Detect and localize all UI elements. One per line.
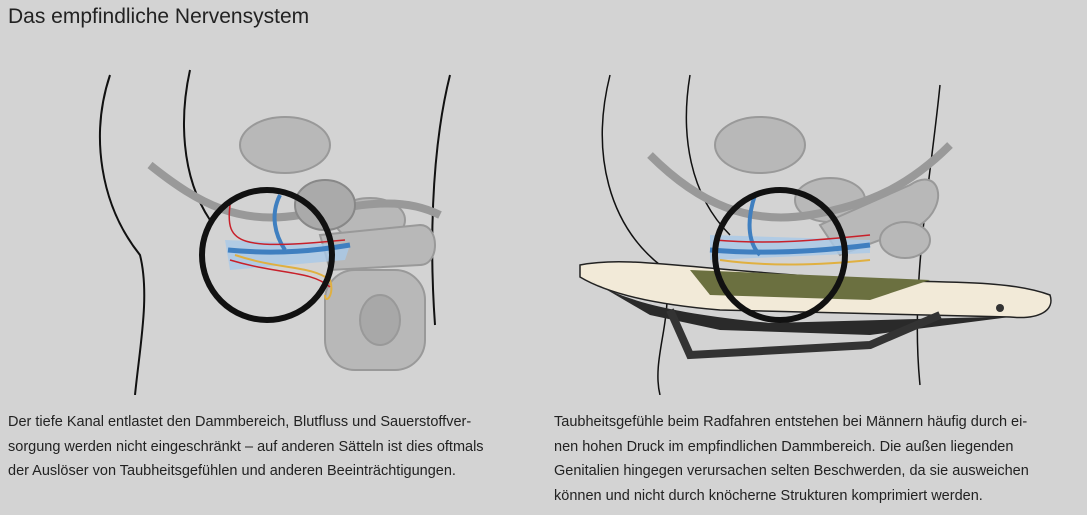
caption-line: nen hohen Druck im empfindlichen Dammber… [554,438,1014,455]
caption-line: Der tiefe Kanal entlastet den Dammbereic… [8,414,472,430]
focus-circle [712,187,848,323]
focus-circle [199,187,335,323]
caption-line: Genitalien hingegen verursachen selten B… [554,463,1029,479]
page-title: Das empfindliche Nervensystem [8,5,310,28]
caption-line: sorgung werden nicht eingeschränkt – auf… [8,438,484,455]
right-caption: Taubheitsgefühle beim Radfahren entstehe… [554,410,1029,508]
anatomy-illustration-conventional-saddle [579,74,1052,395]
left-caption: Der tiefe Kanal entlastet den Dammbereic… [8,410,484,484]
caption-line: der Auslöser von Taubheitsgefühlen und a… [8,463,456,479]
anatomy-illustration-deep-channel [99,69,451,395]
caption-line: Taubheitsgefühle beim Radfahren entstehe… [554,414,1028,430]
caption-line: können und nicht durch knöcherne Struktu… [554,487,983,504]
